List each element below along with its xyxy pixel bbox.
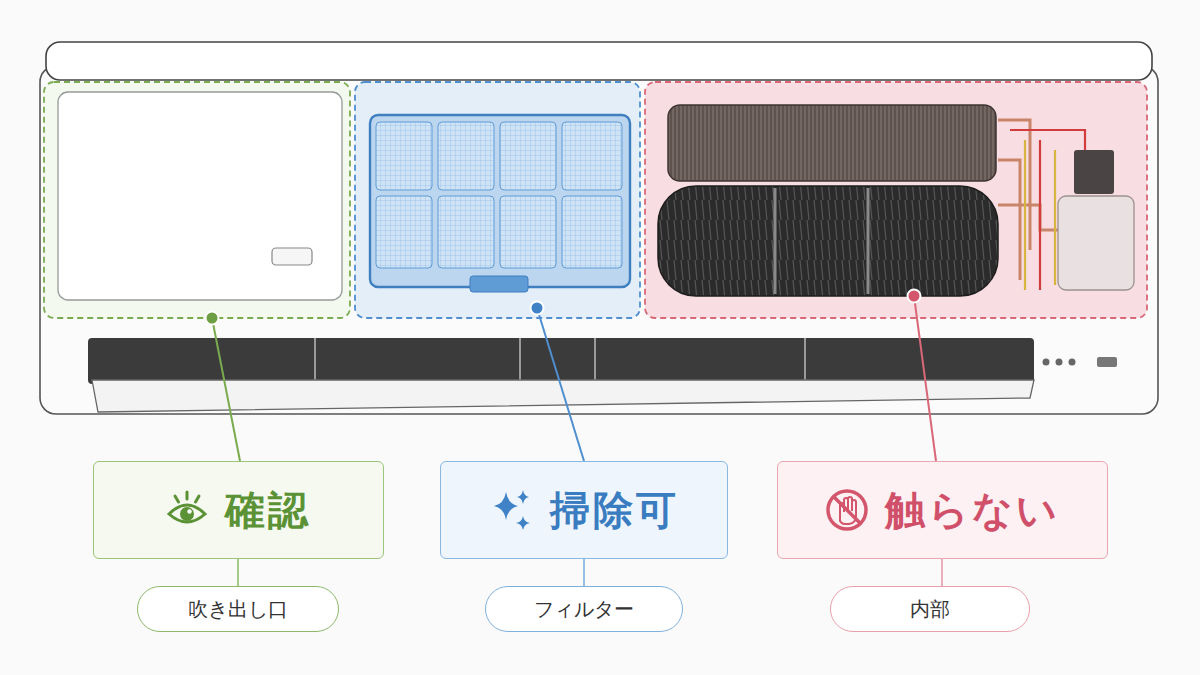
unit-body-part xyxy=(1043,359,1050,366)
part-name: 内部 xyxy=(910,596,950,623)
status-icon xyxy=(169,492,205,522)
unit-body-part xyxy=(1097,357,1117,367)
status-icon xyxy=(494,490,530,530)
filter-region-part xyxy=(376,122,432,190)
status-icon xyxy=(490,488,534,532)
outlet-region-part xyxy=(44,82,350,318)
internal-region-part xyxy=(998,120,1060,280)
filter-region-part xyxy=(562,196,622,268)
filter-region-part xyxy=(370,115,630,287)
leader-lines-part xyxy=(212,318,240,461)
filter-region-part xyxy=(562,122,622,190)
leader-lines-part xyxy=(914,296,936,461)
filter-region-part xyxy=(355,82,640,318)
filter-region-part xyxy=(438,196,494,268)
part-name-pill: 吹き出し口 xyxy=(137,586,339,632)
internal-region-part xyxy=(658,186,998,296)
outlet-region-part xyxy=(58,92,342,300)
leader-lines xyxy=(206,290,937,462)
leader-lines-part xyxy=(908,290,921,303)
leader-lines-part xyxy=(531,302,544,315)
filter-region xyxy=(355,82,640,318)
filter-region-part xyxy=(500,196,556,268)
part-name-pill: フィルター xyxy=(485,586,683,632)
unit-body-part xyxy=(315,338,805,384)
status-label: 確認 xyxy=(225,483,311,538)
check-card: 確認 xyxy=(93,461,384,559)
filter-region-part xyxy=(500,122,556,190)
filter-region-part xyxy=(376,196,432,268)
connector-line xyxy=(941,559,943,586)
filter-region-part xyxy=(470,276,528,292)
connector-line xyxy=(583,559,585,586)
internal-region-part xyxy=(1074,150,1114,194)
filter-region-part xyxy=(438,122,494,190)
unit-body-part xyxy=(40,66,1158,414)
status-label: 掃除可 xyxy=(550,483,679,538)
unit-body-part xyxy=(46,42,1152,80)
cleanable-card: 掃除可 xyxy=(440,461,728,559)
internal-region-part xyxy=(775,188,868,294)
leader-lines-part xyxy=(537,308,584,461)
unit-body-part xyxy=(88,338,1034,384)
part-name: 吹き出し口 xyxy=(188,596,288,623)
unit-body xyxy=(40,42,1158,414)
part-name-pill: 内部 xyxy=(830,586,1030,632)
unit-body-part xyxy=(1056,359,1063,366)
internal-region-part xyxy=(668,105,996,181)
outlet-region xyxy=(44,82,350,318)
leader-lines-part xyxy=(206,312,219,325)
status-icon xyxy=(825,488,869,532)
internal-region xyxy=(645,82,1147,318)
outlet-region-part xyxy=(272,248,312,265)
unit-body-part xyxy=(1069,359,1076,366)
do-not-touch-card: 触らない xyxy=(777,461,1108,559)
status-icon xyxy=(165,488,209,532)
status-icon xyxy=(828,491,866,529)
internal-region-part xyxy=(1058,196,1134,290)
status-label: 触らない xyxy=(885,483,1060,538)
connector-line xyxy=(237,559,239,586)
internal-region-part xyxy=(645,82,1147,318)
part-name: フィルター xyxy=(534,596,634,623)
internal-region-part xyxy=(1025,140,1055,290)
